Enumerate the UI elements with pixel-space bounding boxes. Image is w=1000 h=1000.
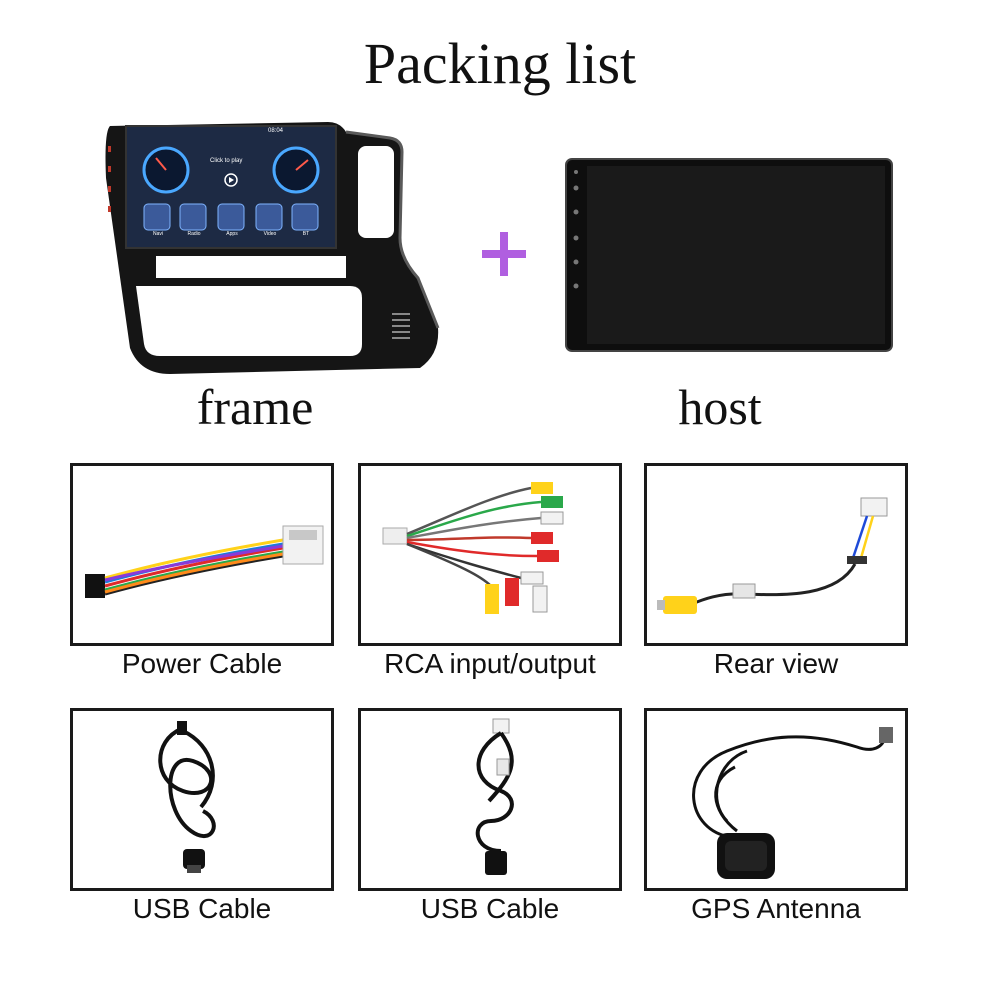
gps-antenna-label: GPS Antenna [691,893,861,924]
app-label-radio: Radio [187,231,201,237]
power-cable-box [70,463,334,646]
screen-media-text: Click to play [210,158,243,164]
usb-cable-1-label: USB Cable [132,893,272,924]
gps-antenna-box [644,708,908,891]
rca-cable-label: RCA input/output [384,648,596,679]
frame-image: 08:04 Click to play Navi Radio Apps Vide… [100,118,440,378]
usb-cable-2-label: USB Cable [420,893,560,924]
rear-view-cable-box [644,463,908,646]
plus-icon [478,228,530,280]
rear-view-cable-label: Rear view [713,648,839,679]
usb-cable-box-2 [358,708,622,891]
app-label-video: Video [263,231,277,237]
host-image [565,158,893,352]
power-cable-label: Power Cable [121,648,283,679]
usb-cable-box-1 [70,708,334,891]
rca-cable-box [358,463,622,646]
host-label: host [678,379,762,435]
page-title: Packing list [363,31,637,96]
app-label-bt: BT [302,231,310,237]
app-label-apps: Apps [226,231,238,237]
screen-clock: 08:04 [268,128,284,134]
app-label-navi: Navi [152,231,163,237]
frame-label: frame [196,379,314,435]
